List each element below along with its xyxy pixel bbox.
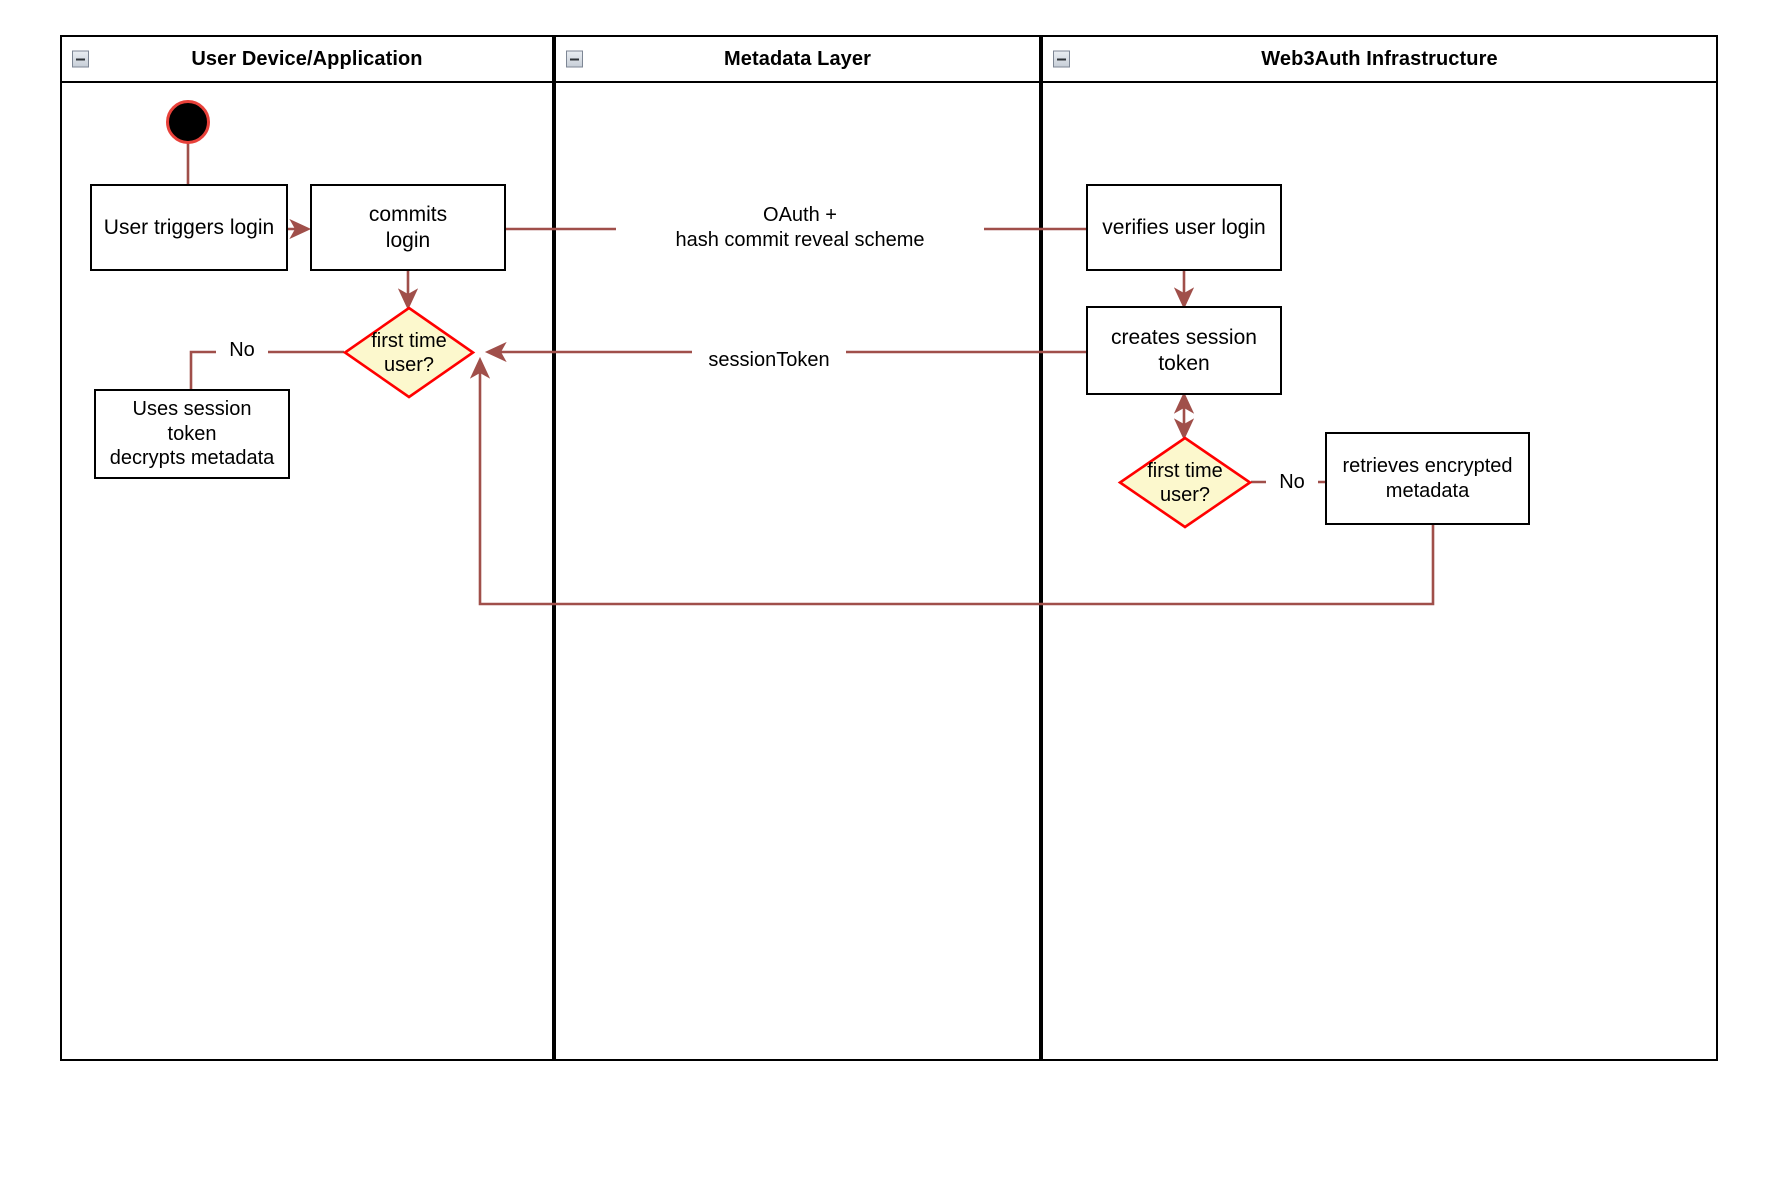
action-verifies-user-login[interactable]: verifies user login [1086, 184, 1282, 271]
swimlane-title-web3auth-infrastructure: Web3Auth Infrastructure [1261, 47, 1498, 70]
swimlane-header-user-device-application[interactable]: User Device/Application [60, 35, 554, 83]
edge-label-oauth-hash-commit-reveal-scheme: OAuth + hash commit reveal scheme [616, 203, 984, 253]
decision-shape-right [1117, 436, 1253, 529]
collapse-minus-icon-web3auth[interactable] [1053, 50, 1070, 68]
swimlane-header-metadata-layer[interactable]: Metadata Layer [554, 35, 1041, 83]
action-user-triggers-login[interactable]: User triggers login [90, 184, 288, 271]
decision-shape-left [342, 306, 476, 399]
swimlane-title-user-device-application: User Device/Application [191, 47, 423, 70]
decision-first-time-user-left[interactable]: first time user? [342, 306, 476, 399]
collapse-minus-icon-metadata[interactable] [566, 50, 583, 68]
action-creates-session-token[interactable]: creates session token [1086, 306, 1282, 395]
swimlane-header-web3auth-infrastructure[interactable]: Web3Auth Infrastructure [1041, 35, 1718, 83]
collapse-minus-icon-user[interactable] [72, 50, 89, 68]
edge-label-no-right: No [1266, 470, 1318, 495]
edge-label-session-token: sessionToken [692, 348, 846, 373]
swimlane-title-metadata-layer: Metadata Layer [723, 47, 871, 70]
edge-label-no-left: No [216, 338, 268, 363]
action-commits-login[interactable]: commits login [310, 184, 506, 271]
decision-first-time-user-right[interactable]: first time user? [1117, 436, 1253, 529]
action-uses-session-token-decrypts-metadata[interactable]: Uses session token decrypts metadata [94, 389, 290, 479]
initial-node-start[interactable] [166, 100, 210, 144]
swimlane-metadata-layer[interactable] [554, 35, 1041, 1061]
action-retrieves-encrypted-metadata[interactable]: retrieves encrypted metadata [1325, 432, 1530, 525]
